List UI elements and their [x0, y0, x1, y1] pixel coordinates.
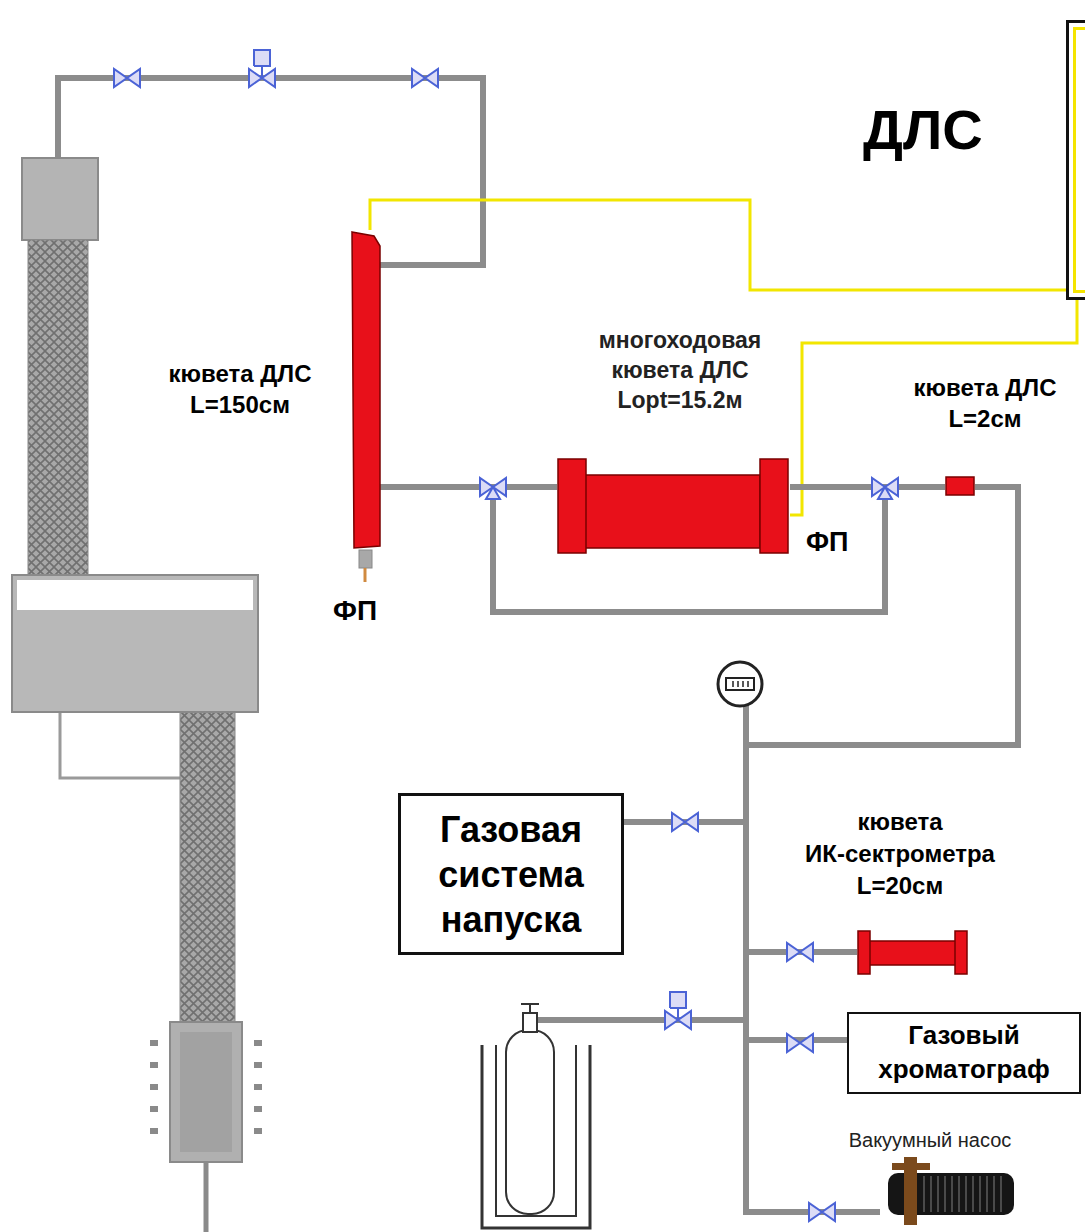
three-way-valve: [480, 478, 506, 499]
cylinder-pipe: [537, 1017, 746, 1023]
cell-body: [352, 232, 380, 548]
valve-symbol: [787, 1034, 813, 1052]
label-holder: кювета ИК-сектрометра L=20см: [770, 806, 1030, 902]
vessel-window: [17, 580, 253, 610]
coil-dot: [254, 1128, 262, 1134]
valve-symbol: [114, 69, 140, 87]
pressure-gauge: [718, 662, 762, 706]
pump-rib: [937, 1176, 939, 1212]
gas-pipe: [746, 487, 1018, 1040]
cell-shape: [352, 230, 380, 548]
cell-shape: [557, 458, 790, 555]
node-label: кювета ИК-сектрометра L=20см: [770, 806, 1030, 902]
cell-flange: [558, 459, 586, 553]
pump-rib: [1000, 1176, 1002, 1212]
column-head: [22, 158, 98, 240]
wrap-spacer: [955, 806, 1030, 836]
valve-symbol: [787, 943, 813, 961]
pump-rib: [951, 1176, 953, 1212]
valve-symbol: [809, 1203, 835, 1221]
reactor-vessel: [12, 575, 258, 712]
gas-pipe: [380, 484, 557, 490]
coil-dot: [254, 1084, 262, 1090]
process-box: Газовый хроматограф: [847, 1012, 1081, 1094]
cell-shape: [857, 930, 968, 975]
coil-dot: [254, 1062, 262, 1068]
cylinder-tap: [521, 1004, 539, 1013]
box-text: Газовый хроматограф: [854, 1019, 1074, 1087]
long-cell: кювета ДЛС L=150см: [352, 230, 380, 548]
hatched-column: [180, 690, 235, 1022]
box-text: Газовая система напуска: [409, 807, 613, 942]
rod: [204, 1162, 209, 1232]
process-box: Газовая система напуска: [398, 793, 624, 955]
gauge-display: [726, 678, 754, 690]
label-holder: кювета ДЛС L=2см: [888, 372, 1082, 434]
valve-symbol: [249, 50, 275, 87]
three-way-valve: [872, 478, 898, 499]
node-label: кювета ДЛС L=2см: [888, 372, 1082, 434]
cell-flange: [760, 459, 788, 553]
heater-core: [180, 1032, 232, 1152]
label-holder: Вакуумный насос: [810, 1128, 1050, 1152]
gas-pipe: [58, 78, 483, 265]
pump-rib: [930, 1176, 932, 1212]
optical-fiber: [370, 200, 1066, 290]
photodetector: [359, 550, 372, 568]
pump-rib: [993, 1176, 995, 1212]
ir-cell: кювета ИК-сектрометра L=20см: [857, 930, 968, 975]
side-tube: [60, 712, 185, 778]
optical-fiber: [790, 300, 1077, 515]
pump-rib: [944, 1176, 946, 1212]
coil-dot: [150, 1084, 158, 1090]
cell-body: [869, 941, 956, 965]
cylinder-neck: [523, 1013, 537, 1032]
short-cell: кювета ДЛС L=2см: [945, 476, 975, 496]
label-holder: кювета ДЛС L=150см: [135, 358, 345, 420]
wrap-spacer: [770, 806, 845, 836]
cell-flange: [858, 931, 870, 974]
heater-coil: [150, 1040, 262, 1134]
pump-rib: [958, 1176, 960, 1212]
cell-body: [946, 477, 974, 495]
pump-stand: [892, 1163, 930, 1170]
callout-label: ФП: [806, 528, 848, 558]
node-label: многоходовая кювета ДЛС Lopt=15.2м: [560, 326, 800, 416]
pump-rib: [979, 1176, 981, 1212]
coil-dot: [150, 1106, 158, 1112]
cell-body: [585, 475, 760, 548]
valve-symbol: [672, 813, 698, 831]
pump-rib: [923, 1176, 925, 1212]
multipass-cell: многоходовая кювета ДЛС Lopt=15.2м: [557, 458, 790, 555]
pump-rib: [972, 1176, 974, 1212]
pump-shape: [880, 1165, 1022, 1220]
manifold-pipe: [743, 704, 749, 748]
coil-dot: [254, 1106, 262, 1112]
node-label: ДЛС: [863, 99, 1033, 161]
coil-dot: [254, 1040, 262, 1046]
label-holder: многоходовая кювета ДЛС Lopt=15.2м: [560, 326, 800, 416]
coil-dot: [150, 1062, 158, 1068]
gauge-digits: [733, 681, 748, 687]
valve-symbol: [665, 992, 691, 1029]
callout-label: ФП: [333, 596, 377, 627]
valve-symbol: [412, 69, 438, 87]
vacuum-pump: Вакуумный насос: [880, 1165, 1022, 1220]
cell-shape: [945, 476, 975, 496]
pump-rib: [986, 1176, 988, 1212]
heater-block: [170, 1022, 242, 1162]
gas-cylinder: [506, 1030, 554, 1214]
node-label: кювета ДЛС L=150см: [135, 358, 345, 420]
gas-pipe: [790, 484, 945, 490]
spectrometer-box: ДЛС: [1066, 20, 1085, 300]
detector-lead: [364, 568, 367, 582]
node-label: Вакуумный насос: [810, 1128, 1050, 1152]
coil-dot: [150, 1128, 158, 1134]
label-holder: ДЛС: [863, 99, 1033, 161]
pump-rib: [965, 1176, 967, 1212]
coil-dot: [150, 1040, 158, 1046]
hatched-column: [28, 240, 88, 578]
cell-flange: [955, 931, 967, 974]
